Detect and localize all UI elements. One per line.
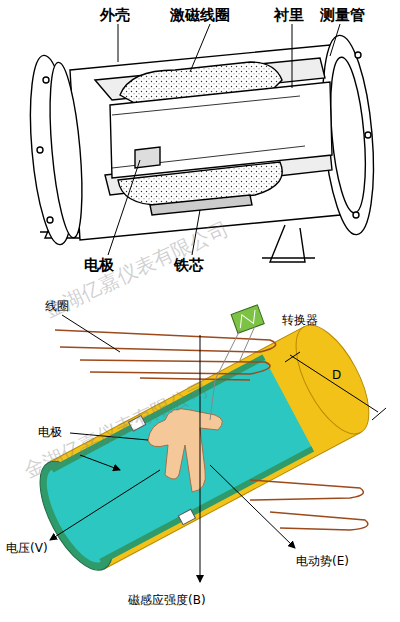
part-label: 激磁线圈 — [170, 6, 230, 25]
part-label: 线圈 — [45, 298, 69, 315]
part-label: 测量管 — [320, 6, 365, 25]
part-label: 转换器 — [282, 312, 318, 329]
signal-name: 电压(V) — [6, 540, 48, 557]
dimension: D — [332, 368, 341, 382]
signal-name: 电动势(E) — [296, 553, 349, 570]
signal-name: 磁感应强度(B) — [128, 592, 206, 609]
part-label: 电极 — [38, 424, 62, 441]
part-label: 外壳 — [100, 6, 130, 25]
part-label: 衬里 — [274, 6, 304, 25]
